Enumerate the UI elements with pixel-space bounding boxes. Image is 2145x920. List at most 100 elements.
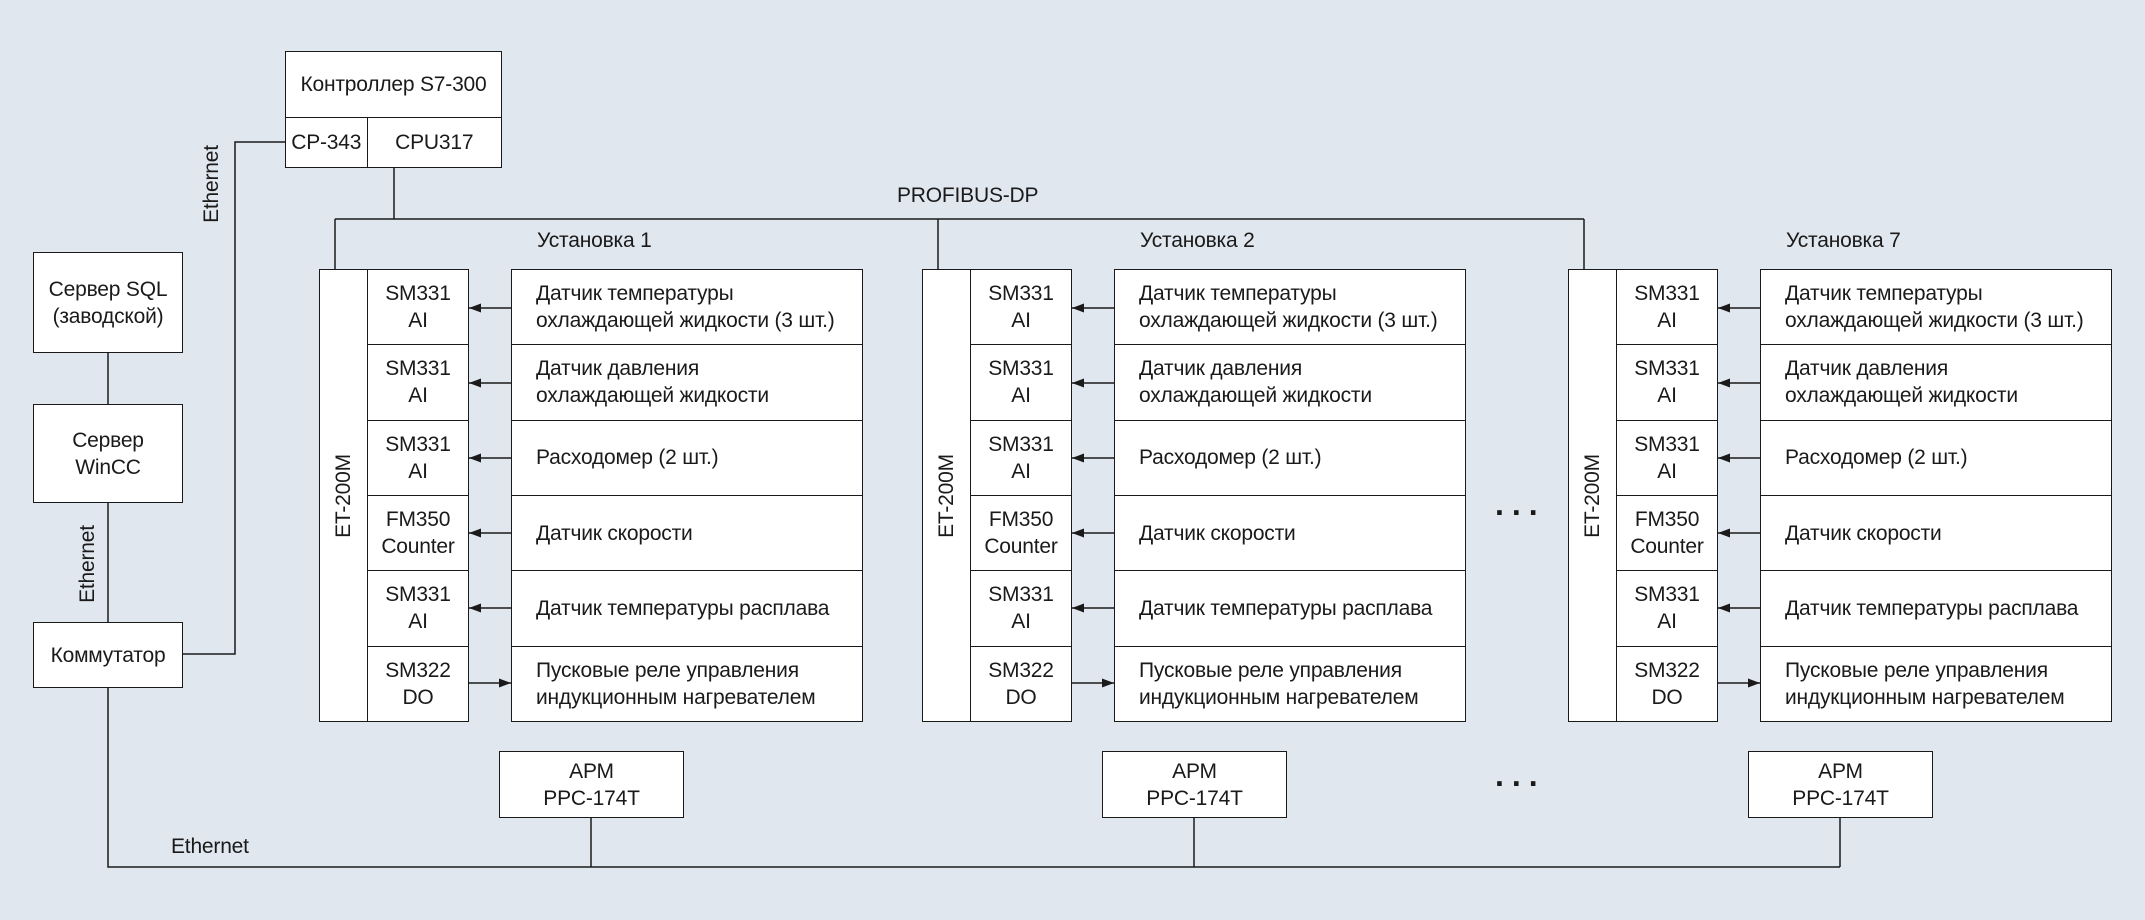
output-signal-arrow — [469, 678, 511, 688]
workstation-label: АРМ — [569, 759, 614, 783]
module-type: SM331 — [385, 432, 451, 456]
module-function: Counter — [1630, 535, 1704, 559]
arrow-head — [1102, 678, 1114, 688]
module-type: FM350 — [385, 508, 451, 532]
arrow-head — [469, 303, 481, 313]
ethernet-link-controller-switch — [183, 141, 285, 655]
module-function: AI — [1011, 610, 1031, 634]
field-device: Расходомер (2 шт.) — [1115, 419, 1465, 495]
workstation-model: PPC-174T — [1792, 786, 1889, 810]
arrow-head — [469, 528, 481, 538]
arrow-head — [1072, 603, 1084, 613]
arrow-head — [1718, 378, 1730, 388]
module-function: AI — [1657, 309, 1677, 333]
field-device: Датчик скорости — [1115, 494, 1465, 570]
module-type: SM331 — [1634, 583, 1700, 607]
field-device-label: Пусковые реле управления — [1785, 658, 2048, 682]
field-device-label: охлаждающей жидкости — [1139, 384, 1372, 408]
module-function: Counter — [381, 535, 455, 559]
input-signal-arrow — [1718, 378, 1760, 388]
arrow-head — [499, 678, 511, 688]
field-device-label: охлаждающей жидкости — [536, 384, 769, 408]
input-signal-arrow — [469, 528, 511, 538]
module-function: AI — [408, 384, 428, 408]
arrow-head — [1718, 603, 1730, 613]
field-device: Датчик температуры расплава — [1115, 570, 1465, 645]
workstation-label: АРМ — [1818, 759, 1863, 783]
field-device-label: Датчик температуры расплава — [1785, 596, 2079, 620]
input-signal-arrow — [1718, 528, 1760, 538]
continuation-dots-stations: ... — [1495, 486, 1546, 522]
installation-title: Установка 7 — [1786, 229, 1901, 252]
signal-arrows — [1072, 303, 1114, 688]
field-device: Датчик скорости — [512, 494, 862, 570]
module-type: SM322 — [385, 658, 451, 682]
module-function: AI — [1657, 384, 1677, 408]
module-type: SM331 — [988, 357, 1054, 381]
ethernet-label-controller: Ethernet — [200, 145, 223, 223]
output-signal-arrow — [1072, 678, 1114, 688]
module-function: AI — [408, 309, 428, 333]
module-type: SM331 — [385, 583, 451, 607]
field-device-label: Датчик скорости — [536, 521, 693, 545]
field-device-label: Расходомер (2 шт.) — [536, 446, 719, 470]
module-function: AI — [408, 459, 428, 483]
field-device: Расходомер (2 шт.) — [1761, 419, 2111, 495]
input-signal-arrow — [1072, 528, 1114, 538]
module-type: SM331 — [988, 432, 1054, 456]
module-function: DO — [1005, 685, 1037, 709]
arrow-head — [469, 453, 481, 463]
field-device-label: Датчик давления — [1139, 357, 1302, 381]
arrow-head — [1072, 453, 1084, 463]
installation-title: Установка 2 — [1140, 229, 1255, 252]
field-device-label: Расходомер (2 шт.) — [1139, 446, 1322, 470]
et-200m-label: ET-200M — [934, 453, 958, 538]
field-device-label: Датчик скорости — [1139, 521, 1296, 545]
wincc-server-sublabel: WinCC — [75, 455, 141, 479]
field-device-label: охлаждающей жидкости — [1785, 384, 2018, 408]
et-200m-station: ET-200M — [922, 269, 971, 722]
arrow-head — [1718, 528, 1730, 538]
module-function: Counter — [984, 535, 1058, 559]
cpu-module: CPU317 — [395, 130, 474, 154]
ethernet-bus-line — [107, 688, 1840, 868]
sql-server-box: Сервер SQL (заводской) — [33, 252, 183, 353]
input-signal-arrow — [1072, 303, 1114, 313]
arrow-head — [1072, 303, 1084, 313]
field-device-label: Датчик температуры — [536, 282, 734, 306]
sql-server-sublabel: (заводской) — [52, 304, 164, 328]
signal-arrows — [1718, 303, 1760, 688]
field-device-label: Датчик температуры расплава — [1139, 596, 1433, 620]
module-type: SM322 — [1634, 658, 1700, 682]
wincc-server-label: Сервер — [72, 428, 144, 452]
continuation-dots-workstations: ... — [1495, 757, 1546, 793]
field-device: Расходомер (2 шт.) — [512, 419, 862, 495]
field-device-label: индукционным нагревателем — [1139, 685, 1419, 709]
module-type: SM331 — [385, 357, 451, 381]
switch-label: Коммутатор — [50, 643, 166, 667]
module-function: AI — [1657, 610, 1677, 634]
controller-modules: CP-343 CPU317 — [286, 118, 501, 167]
module-type: SM322 — [988, 658, 1054, 682]
